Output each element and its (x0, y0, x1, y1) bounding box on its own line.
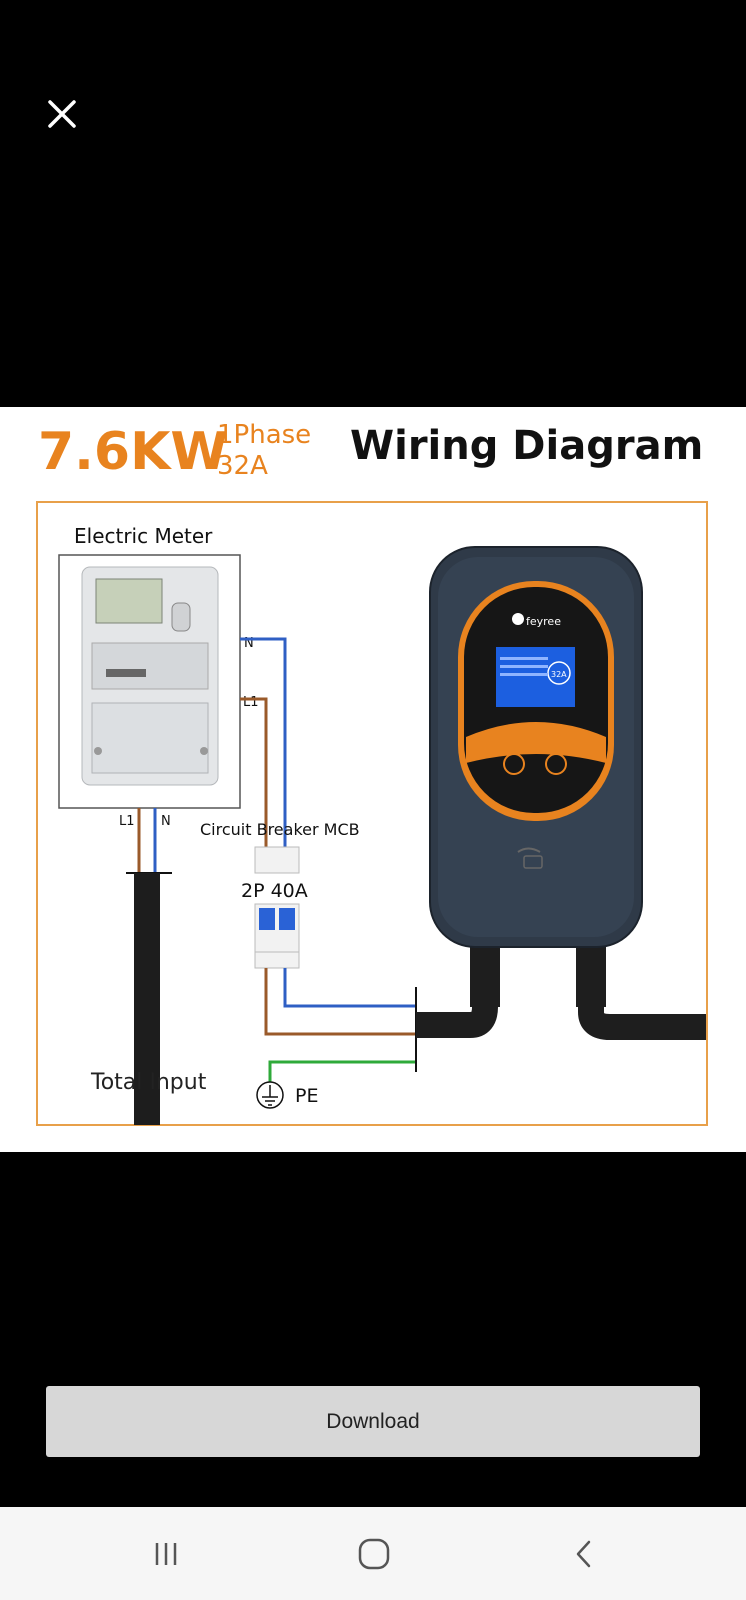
breaker-label: Circuit Breaker MCB (200, 820, 360, 839)
wiring-diagram-image: 7.6KW 1Phase 32A Wiring Diagram Electric… (0, 407, 746, 1152)
recent-apps-button[interactable] (136, 1529, 196, 1579)
meter-label: Electric Meter (74, 524, 213, 548)
wire-l1-top-label: L1 (243, 695, 259, 710)
home-button[interactable] (344, 1529, 404, 1579)
diagram-title: Wiring Diagram (350, 423, 703, 469)
wire-n-top-label: N (244, 636, 254, 651)
input-cable (134, 873, 160, 1125)
close-icon (48, 100, 76, 128)
wire-n-bottom-label: N (161, 814, 171, 829)
total-input-label: Total Input (90, 1070, 207, 1095)
current-label: 32A (217, 451, 268, 481)
electric-meter (81, 566, 219, 786)
back-icon (576, 1540, 591, 1568)
charger-screen-value: 32A (551, 670, 567, 679)
recent-apps-icon (155, 1543, 177, 1565)
charger-cables (416, 947, 706, 1040)
charger-brand: feyree (526, 615, 561, 628)
home-icon (358, 1538, 390, 1570)
circuit-breaker (254, 846, 300, 969)
diagram-frame (36, 501, 708, 1126)
phase-label: 1Phase (217, 420, 311, 450)
close-button[interactable] (40, 92, 84, 136)
breaker-rating: 2P 40A (241, 880, 308, 902)
wire-l1-bottom-label: L1 (119, 814, 135, 829)
pe-label: PE (295, 1085, 318, 1107)
power-rating: 7.6KW (38, 422, 228, 482)
ev-charger: feyree 32A (429, 546, 643, 948)
ground-icon (256, 1081, 284, 1109)
back-button[interactable] (554, 1529, 614, 1579)
navigation-bar (0, 1507, 746, 1600)
download-button[interactable]: Download (46, 1386, 700, 1457)
